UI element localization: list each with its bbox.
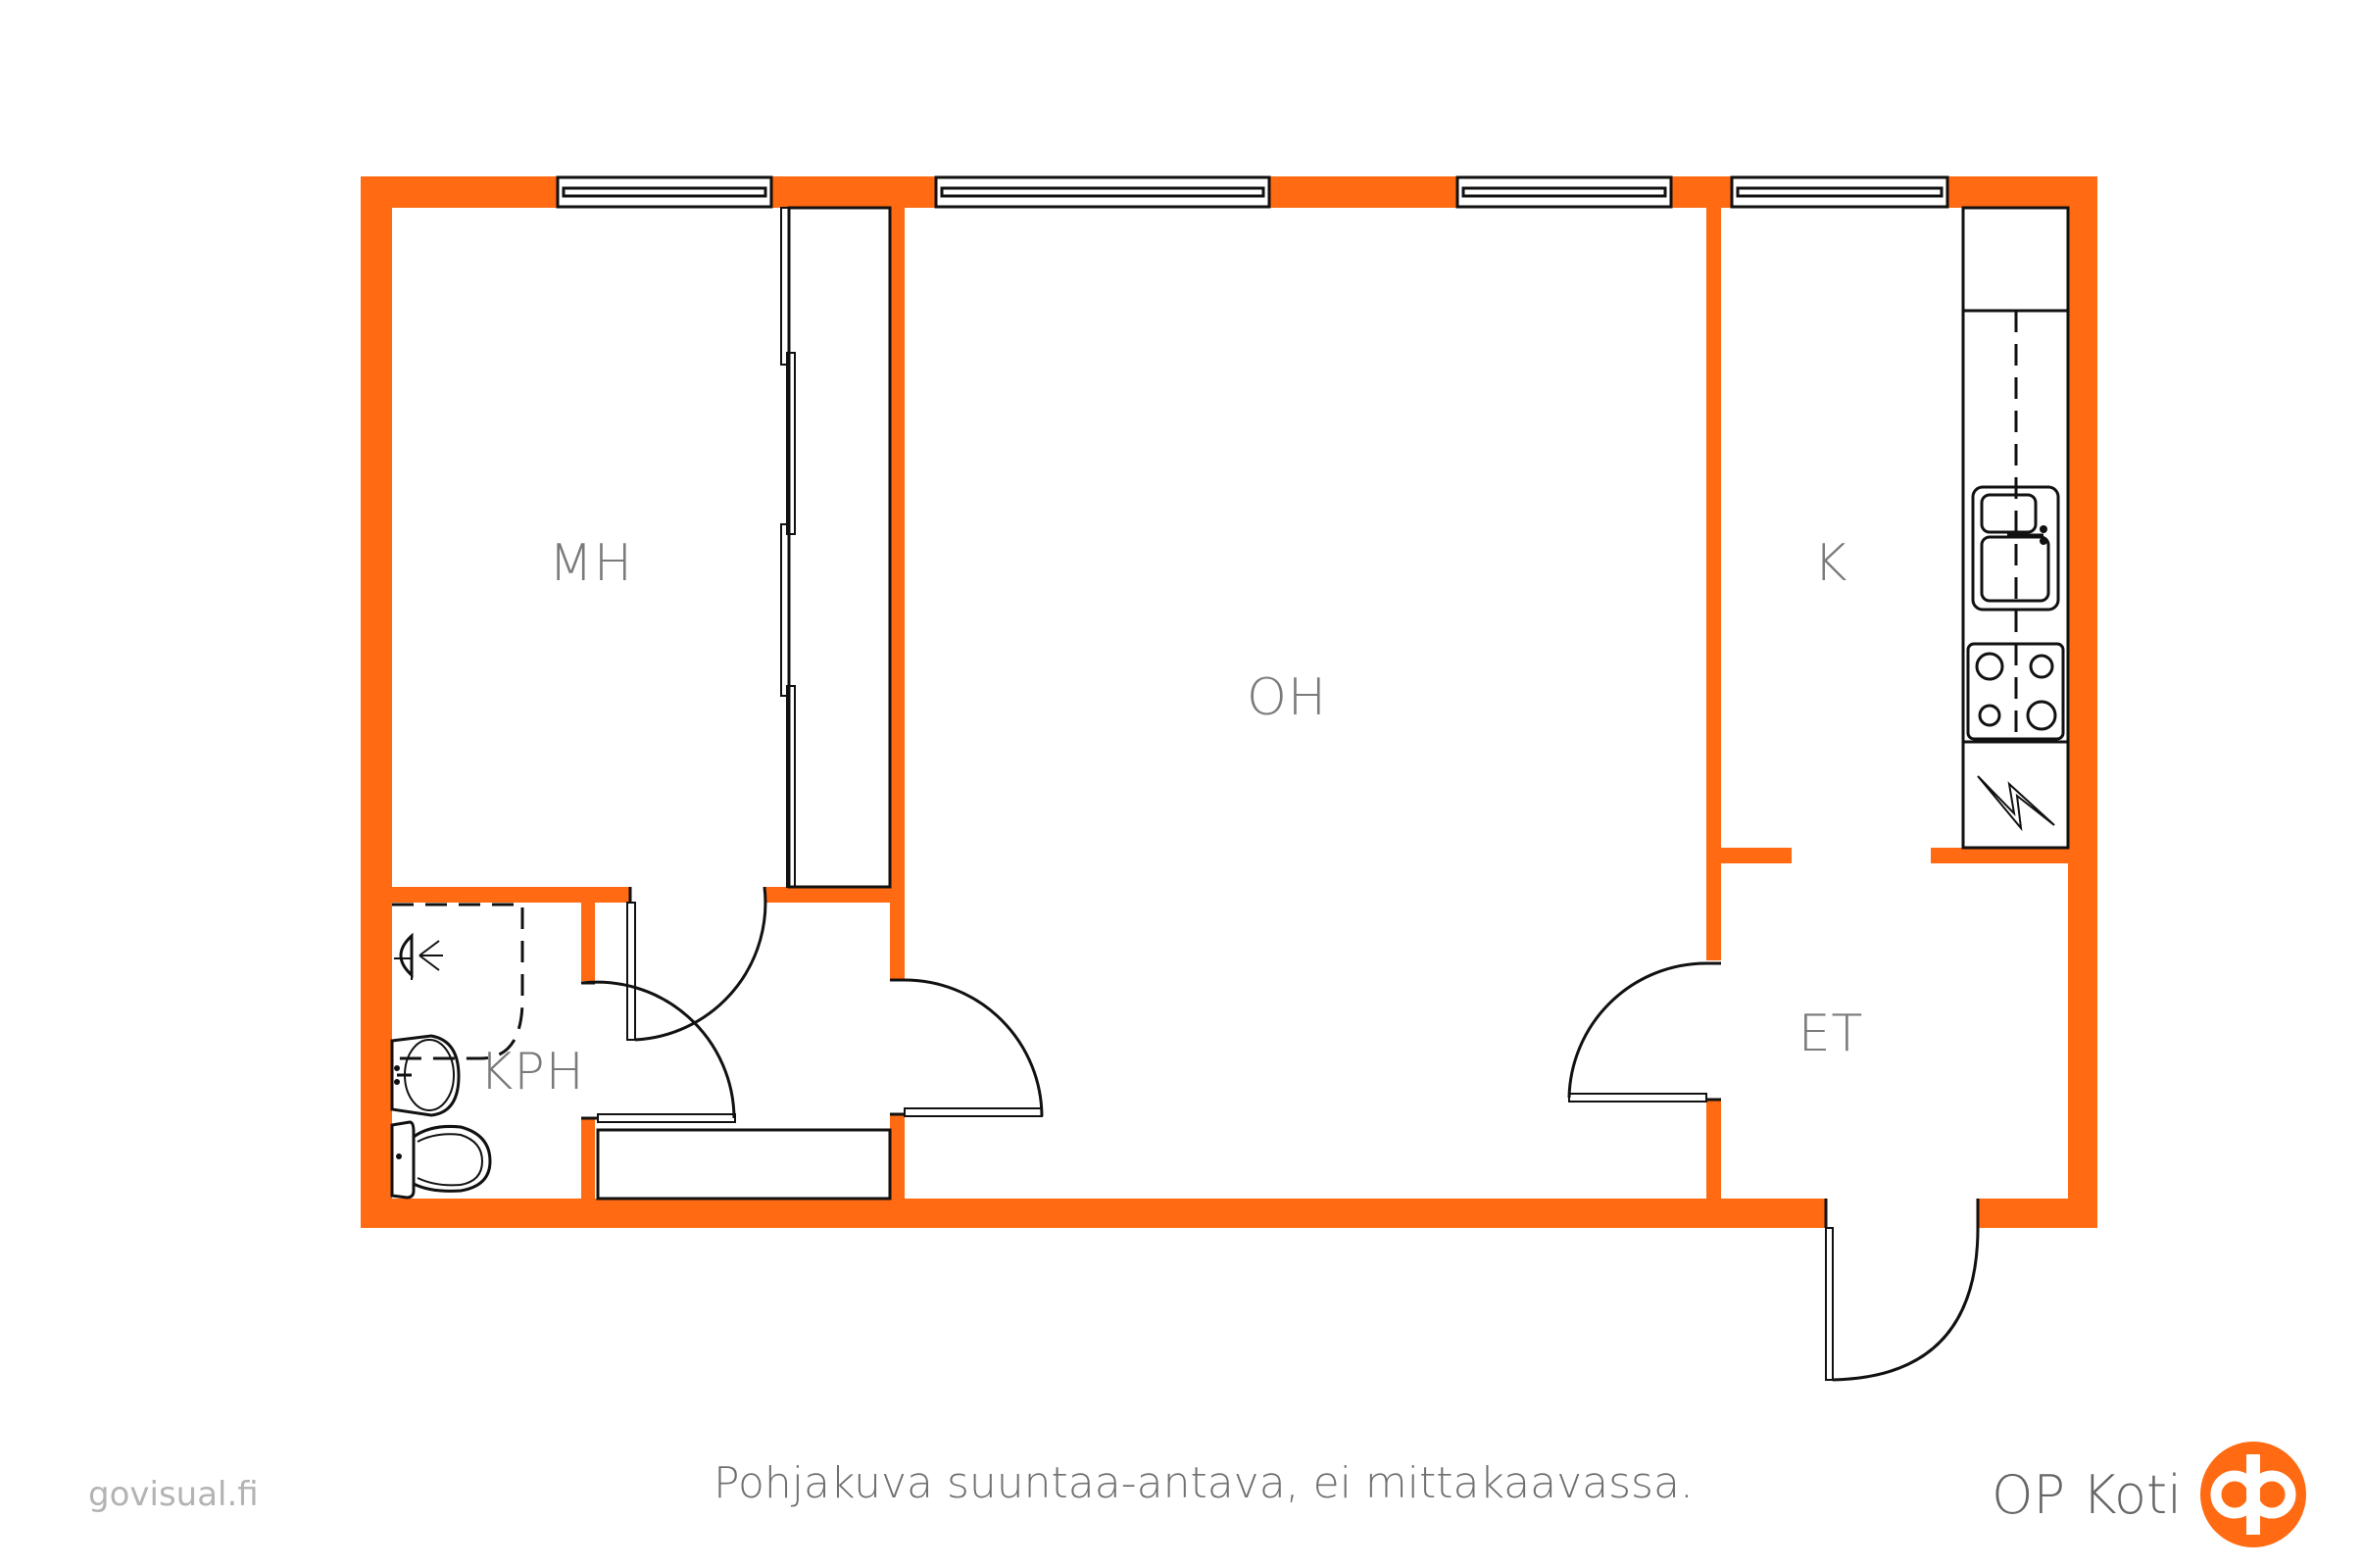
stove: [1966, 642, 2065, 741]
interior-walls: [392, 208, 2068, 1199]
room-label-kph: KPH: [479, 1043, 585, 1102]
wardrobe: [780, 206, 892, 889]
outer-walls: [361, 176, 2097, 1228]
door-mh: [626, 886, 767, 1042]
op-koti-brand: OP Koti: [1992, 1441, 2307, 1548]
hall-cabinet: [596, 1128, 892, 1200]
room-label-mh: MH: [549, 534, 633, 593]
toilet: [390, 1120, 492, 1200]
window-k: [1730, 175, 1949, 209]
room-label-oh: OH: [1246, 668, 1328, 727]
window-oh-2: [1455, 175, 1673, 209]
disclaimer-note: Pohjakuva suuntaa-antava, ei mittakaavas…: [714, 1458, 1694, 1508]
govisual-link[interactable]: govisual.fi: [88, 1475, 259, 1514]
window-mh: [556, 175, 773, 209]
brand-name: OP Koti: [1992, 1463, 2183, 1526]
window-oh-1: [934, 175, 1271, 209]
op-logo-icon: [2200, 1442, 2307, 1547]
room-label-k: K: [1813, 534, 1848, 593]
door-entrance: [1824, 1199, 1980, 1382]
kitchen-sink: [1971, 485, 2060, 612]
door-oh: [890, 978, 1044, 1117]
windows: [556, 175, 1949, 209]
door-et-oh: [1567, 961, 1721, 1102]
kitchen-counter: [1961, 206, 2070, 850]
room-label-et: ET: [1797, 1004, 1864, 1063]
washbasin: [390, 1034, 461, 1117]
electric-panel-icon: [1977, 775, 2055, 832]
shower: [392, 903, 524, 1060]
door-kph: [580, 980, 736, 1123]
